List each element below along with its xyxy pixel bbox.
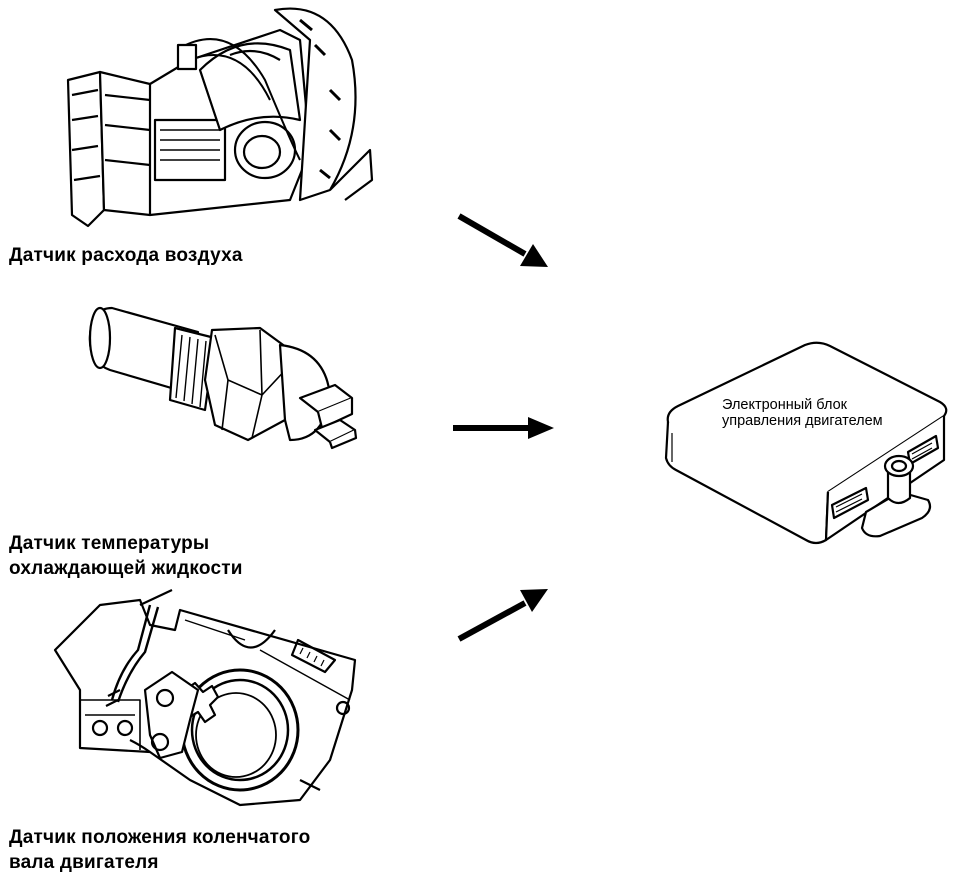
air-flow-sensor-label: Датчик расхода воздуха	[9, 245, 243, 266]
arrow-icon	[453, 417, 554, 439]
crankshaft-position-sensor-label: Датчик положения коленчатого вала двигат…	[9, 827, 311, 873]
coolant-temperature-sensor-icon	[88, 306, 358, 450]
arrows	[453, 213, 554, 642]
arrow-icon	[457, 213, 548, 267]
air-flow-sensor-icon	[66, 7, 374, 228]
ecu-box-icon	[664, 341, 948, 545]
crankshaft-position-sensor-icon	[53, 589, 357, 807]
ecu-label: Электронный блок управления двигателем	[722, 397, 883, 429]
coolant-temperature-sensor-label: Датчик температуры охлаждающей жидкости	[9, 533, 243, 579]
arrow-icon	[457, 589, 548, 642]
